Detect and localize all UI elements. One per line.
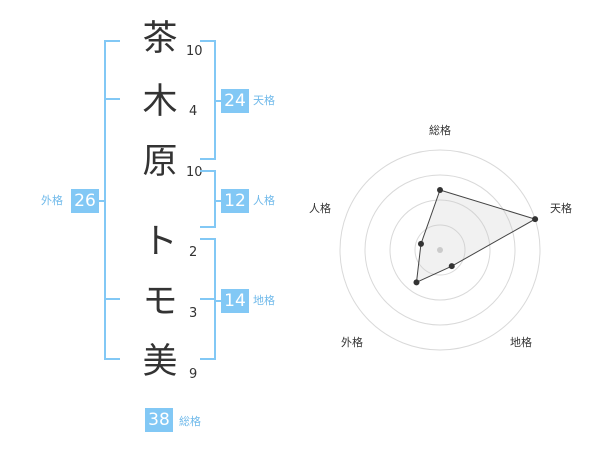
axis-label-soukaku: 総格 [429,123,451,137]
bracket-tick [104,298,120,300]
stroke-count-1: 10 [186,44,203,59]
name-char-6: 美 [142,342,178,382]
radar-point-2 [532,216,539,223]
gaikaku-value: 26 [71,189,99,213]
name-char-4: ト [142,222,178,262]
jinkaku-label: 人格 [253,194,275,207]
chikaku-value: 14 [221,289,249,313]
radar-ring [389,199,491,301]
tenkaku-label: 天格 [253,94,275,107]
axis-label-tenkaku: 天格 [550,201,572,215]
radar-ring [414,224,466,276]
stroke-count-3: 10 [186,165,203,180]
name-char-3: 原 [142,142,178,182]
stroke-count-2: 4 [189,104,198,119]
radar-point-4 [413,279,420,286]
gaikaku-connector [97,200,106,202]
jinkaku-connector [214,200,222,202]
gaikaku-label: 外格 [41,194,63,207]
stroke-count-4: 2 [189,245,198,260]
axis-label-chikaku: 地格 [510,335,532,349]
radar-data-area [415,189,537,284]
stroke-count-6: 9 [189,367,198,382]
tenkaku-connector [214,100,222,102]
bracket-tick [104,98,120,100]
axis-label-jinkaku: 人格 [309,201,331,215]
radar-grid [339,149,541,351]
soukaku-value: 38 [145,408,173,432]
tenkaku-value: 24 [221,89,249,113]
radar-ring [364,174,516,326]
jinkaku-value: 12 [221,189,249,213]
soukaku-label: 総格 [179,415,201,428]
radar-ring [339,149,541,351]
radar-points [413,187,539,286]
stroke-count-5: 3 [189,306,198,321]
radar-center [437,247,443,253]
name-char-1: 茶 [142,19,178,59]
chikaku-connector [214,300,222,302]
name-char-2: 木 [142,82,178,122]
radar-point-1 [437,187,443,193]
chikaku-label: 地格 [253,294,275,307]
radar-point-3 [448,263,455,270]
axis-label-gaikaku: 外格 [341,335,363,349]
bracket-tick [200,298,216,300]
jinkaku-bracket [200,170,216,228]
radar-point-5 [417,240,424,247]
name-char-5: モ [142,282,178,322]
